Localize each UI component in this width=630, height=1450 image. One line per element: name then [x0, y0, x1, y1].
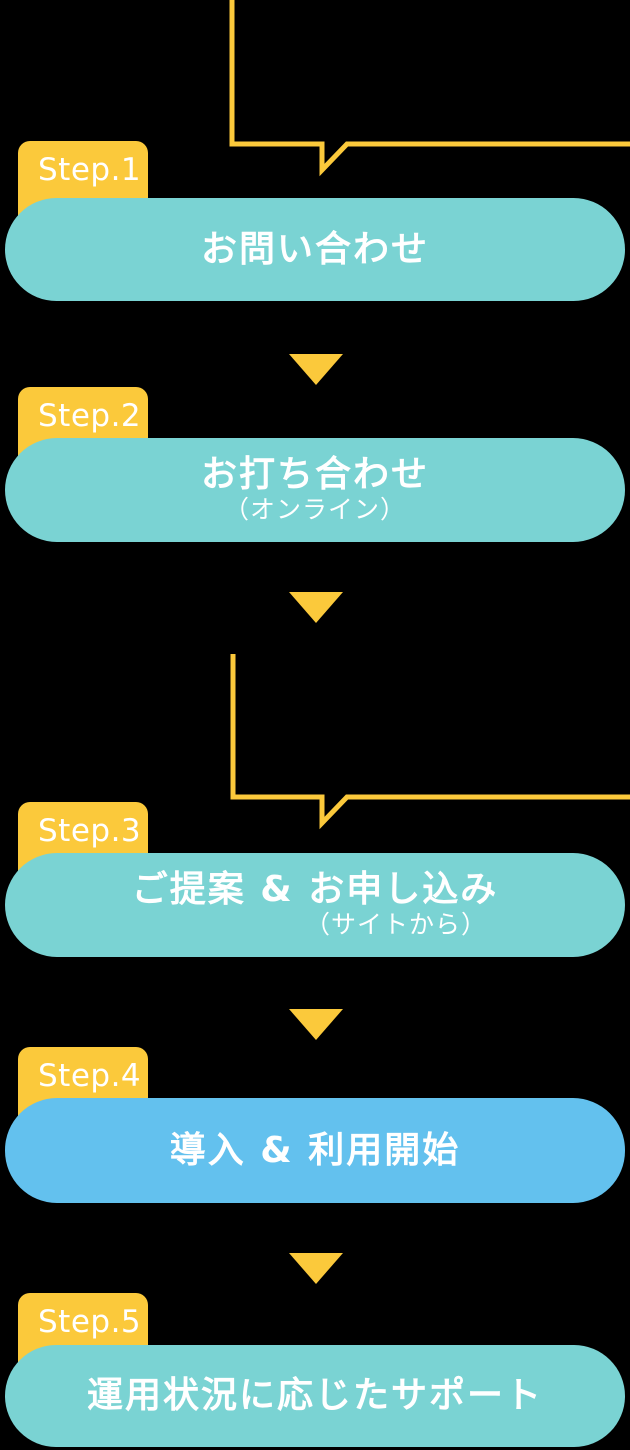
step-1-pill: お問い合わせ [5, 198, 625, 301]
down-triangle-icon [289, 1009, 343, 1040]
step-4-title: 導入 & 利用開始 [169, 1129, 461, 1171]
down-triangle-icon [289, 354, 343, 385]
connector-line-middle [230, 654, 630, 830]
step-1-title: お問い合わせ [200, 228, 429, 270]
down-triangle-icon [289, 1253, 343, 1284]
step-2-label: Step.2 [38, 398, 142, 434]
step-1-label: Step.1 [38, 152, 142, 188]
step-5-pill: 運用状況に応じたサポート [5, 1345, 625, 1447]
step-5-title: 運用状況に応じたサポート [86, 1375, 543, 1417]
step-5-label: Step.5 [38, 1304, 142, 1340]
step-2-title: お打ち合わせ [200, 453, 429, 495]
step-2-pill: お打ち合わせ （オンライン） [5, 438, 625, 542]
step-2-subtitle: （オンライン） [223, 495, 406, 525]
down-triangle-icon [289, 592, 343, 623]
step-3-title: ご提案 & お申し込み [131, 868, 499, 910]
step-3-pill: ご提案 & お申し込み （サイトから） [5, 853, 625, 957]
step-4-pill: 導入 & 利用開始 [5, 1098, 625, 1203]
step-4-label: Step.4 [38, 1058, 142, 1094]
step-3-subtitle: （サイトから） [304, 910, 487, 940]
step-3-label: Step.3 [38, 813, 142, 849]
connector-line-top [229, 0, 630, 177]
